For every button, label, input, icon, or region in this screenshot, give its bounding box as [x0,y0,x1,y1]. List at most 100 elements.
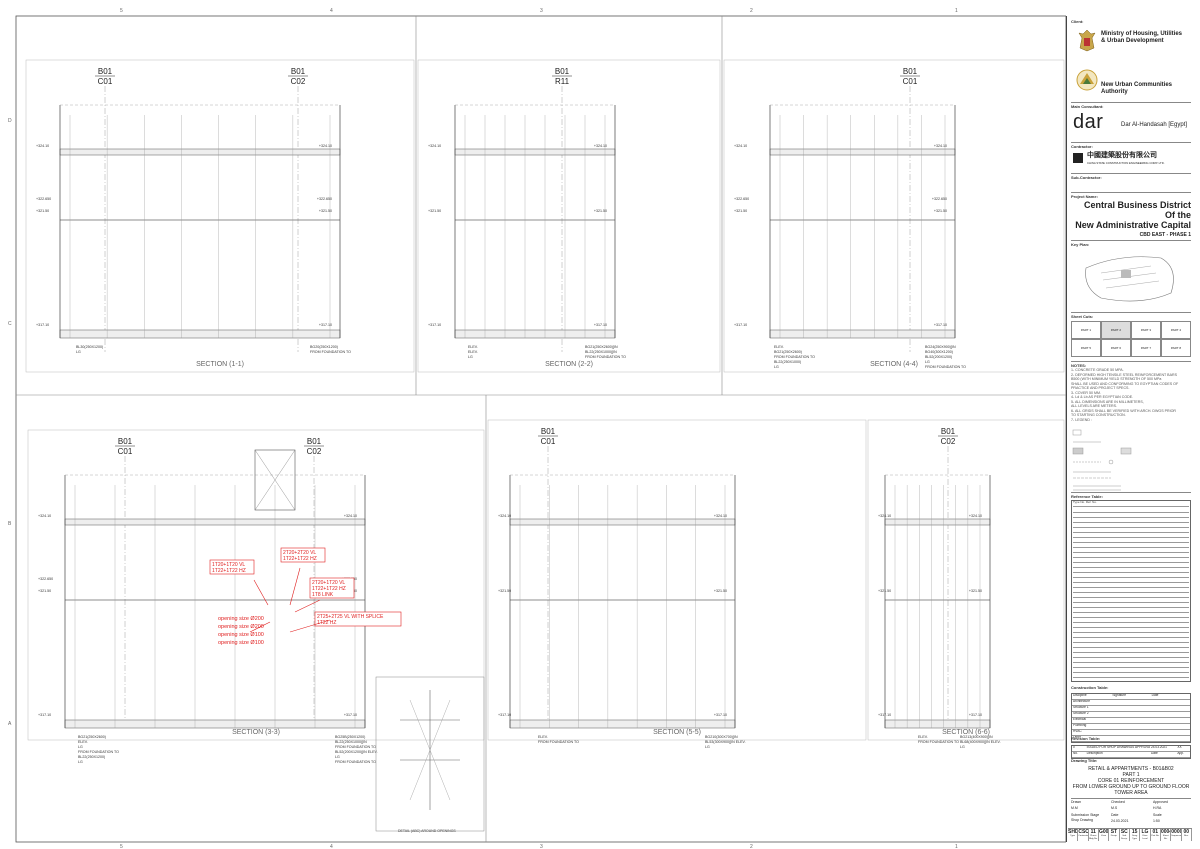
opening-size: opening size Ø200 [218,616,264,622]
code-label: Floor Level [1142,835,1148,840]
reference-row [1073,602,1189,608]
code-cell: CSCECContractor [1078,829,1089,841]
member-callout: BL22(250X1000)[IN [335,740,367,744]
reference-row [1073,672,1189,678]
stage-label: Submission Stage [1071,813,1100,817]
notes-label: NOTES: [1071,361,1191,369]
notes-list: 1- CONCRETE GRADE 50 MPA.2- DEFORMED HIG… [1071,368,1191,422]
contractor-cn: 中國建築股份有限公司 [1087,152,1157,159]
level-left: +324.10 [36,144,49,148]
checked-value: M.S [1111,806,1118,810]
construction-header-cell: Date [1151,694,1159,697]
discipline-cell: Other [1073,736,1081,739]
client1-line2: & Urban Development [1101,38,1164,44]
top-slab [64,518,366,526]
approved-value: H.RA [1153,806,1162,810]
top-slab [769,148,956,156]
member-callout: LG [705,745,710,749]
section-title: SECTION (6-6) [942,729,990,736]
level-left: +317.10 [38,713,51,717]
dt-line2: PART 1 [1122,772,1140,778]
sheet-cut-cell: PART 1 [1071,321,1101,339]
construction-label: Construction Table: [1071,685,1109,690]
top-slab [454,148,616,156]
level-left: +317.10 [734,323,747,327]
discipline-cell: Architecture [1073,700,1091,703]
grid-label-bottom: R11 [555,77,570,86]
reference-row [1073,547,1189,553]
drawing-code: SHDTypeCSCECContractor11Phase Bldg No.G0… [1068,828,1192,841]
level-right: +324.10 [969,514,982,518]
member-callout: BL52(200X1200) [925,355,952,359]
note-line: 1T20+1T20 VL [212,562,245,568]
bottom-slab [769,329,956,339]
rev-no: 0 [1073,746,1075,749]
note-item: 7- LEGEND : [1071,417,1092,422]
note-item: SHALL BE USED AND CONFORMING TO EGYPTIAN… [1071,381,1179,386]
checked-label: Checked [1111,800,1125,804]
discipline-cell: HVAC [1073,730,1082,733]
level-left: +317.10 [36,323,49,327]
level-left: +317.10 [428,323,441,327]
member-callout: FROM FOUNDATION TO [78,750,119,754]
code-value: 0000 [1171,829,1182,835]
note-item: 6- ALL GRIDS SHALL BE VERIFIED WITH ARCH… [1071,408,1176,413]
leader-arrow [253,579,269,606]
phase: CBD EAST - PHASE 1 [1139,232,1191,238]
code-value: SC [1120,829,1128,835]
leader-arrow [289,619,331,633]
contractor-en: CHINA STATE CONSTRUCTION ENGINEERING COR… [1087,161,1165,165]
construction-row: Structure 2 [1072,712,1190,718]
section-frame [417,59,721,373]
level-right: +317.10 [344,713,357,717]
member-callout: BG213(400X900)[IN [960,735,993,739]
member-callout: FROM FOUNDATION TO [310,350,351,354]
member-callout: BG24(250X900)[IN [925,345,956,349]
grid-label-top: B01 [118,437,133,446]
reference-row [1073,627,1189,633]
leader-arrow [249,621,271,633]
svg-text:4: 4 [330,844,333,849]
note-line: 1T22 HZ [317,620,336,626]
level-left: +321.50 [38,589,51,593]
level-right: +317.10 [934,323,947,327]
client-label: Client: [1071,19,1084,24]
member-callout: LG [468,355,473,359]
opening-detail: DETAIL (ABC) AROUND OPENINGS [375,676,485,833]
reference-row [1073,597,1189,603]
section-s2: B01R11+324.10+324.10+321.50+321.50+317.1… [417,59,721,373]
member-callout: LG [78,760,83,764]
member-callout: FROM FOUNDATION TO [918,740,959,744]
code-value: CSCEC [1078,829,1089,835]
client2-line2: Authority [1101,89,1128,95]
grid-label-top: B01 [541,427,556,436]
member-callout: FROM FOUNDATION TO [335,760,376,764]
grid-label-bottom: C02 [291,77,306,86]
member-callout: LG [774,365,779,369]
level-left: +324.10 [38,514,51,518]
rev-date: 24.03.2021 [1151,746,1167,749]
drawn-value: M.M [1071,806,1078,810]
reference-header: Type No. Ref. No. [1073,501,1189,507]
keyplan-label: Key Plan: [1071,240,1191,248]
title-block: Client: Ministry of Housing, Utilities &… [1066,16,1193,842]
reference-row [1073,527,1189,533]
sheet-cut-cell: PART 4 [1161,321,1191,339]
bottom-slab [64,719,366,729]
grid-label-bottom: C01 [541,437,556,446]
rev-desc: ISSUED FOR SHOP DRAWINGS APPROVAL [1086,746,1150,749]
level-left: +321.50 [734,209,747,213]
member-callout: ELEV. [918,735,928,739]
drawn-label: Drawn [1071,800,1082,804]
member-callout: FROM FOUNDATION TO [925,365,966,369]
section-frame [27,429,485,741]
member-callout: LG [960,745,965,749]
code-label: Part No. [1151,835,1160,837]
